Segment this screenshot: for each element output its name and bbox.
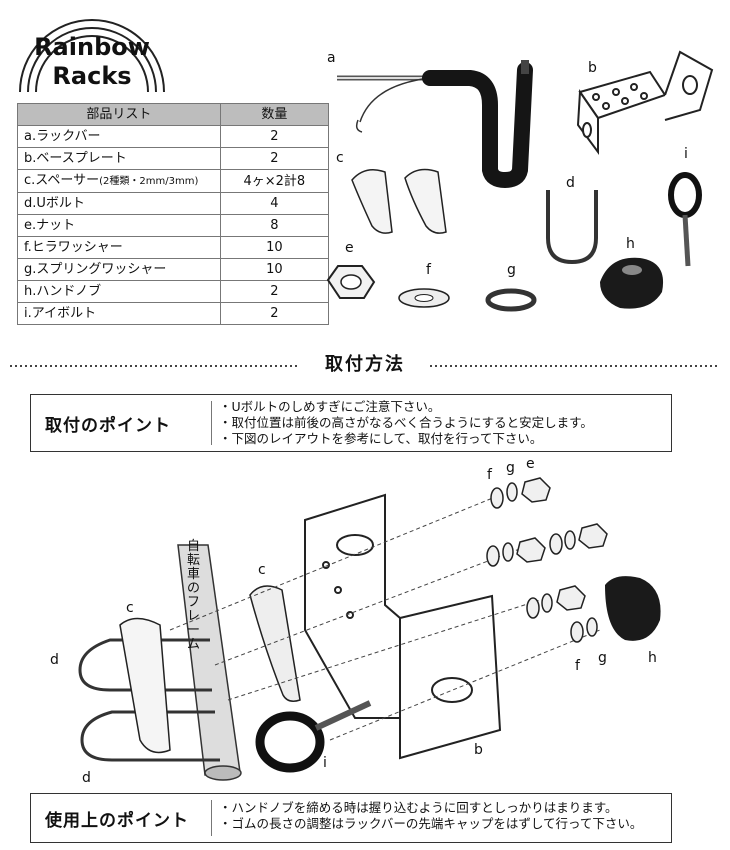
install-point-line: ・下図のレイアウトを参考にして、取付を行って下さい。 [219, 431, 543, 446]
assembly-label-f: f [487, 467, 492, 483]
label-d: d [566, 175, 575, 191]
assembly-label-c: c [258, 562, 266, 578]
part-qty: 2 [219, 302, 330, 325]
frame-label: 自転車のフレーム [187, 539, 201, 652]
part-name: c.スペーサー(2種類・2mm/3mm) [17, 169, 221, 193]
assembly-u-bolts [78, 617, 220, 762]
usage-point-line: ・ゴムの長さの調整はラックバーの先端キャップをはずして行って下さい。 [219, 816, 643, 831]
assembly-label-h: h [648, 650, 657, 666]
u-bolt-illustration [546, 190, 598, 265]
usage-points-lines: ・ハンドノブを締める時は握り込むように回すとしっかりはまります。 ・ゴムの長さの… [219, 800, 642, 832]
label-a: a [327, 50, 336, 66]
bicycle-frame-illustration [177, 544, 242, 781]
hand-knob-illustration [600, 257, 664, 309]
install-point-line: ・Uボルトのしめすぎにご注意下さい。 [219, 399, 441, 414]
label-h: h [626, 236, 635, 252]
assembly-label-i: i [323, 755, 327, 771]
install-points-title: 取付のポイント [45, 416, 171, 436]
eye-bolt-illustration [668, 172, 702, 267]
install-points-separator [211, 401, 212, 445]
usage-points-title: 使用上のポイント [45, 811, 189, 831]
part-note: (2種類・2mm/3mm) [99, 176, 199, 187]
assembly-label-g: g [506, 460, 515, 476]
label-b: b [588, 60, 597, 76]
usage-points-separator [211, 800, 212, 836]
usage-point-line: ・ハンドノブを締める時は握り込むように回すとしっかりはまります。 [219, 800, 618, 815]
assembly-label-d2: d [82, 770, 91, 786]
part-name: a.ラックバー [17, 125, 221, 148]
part-name: i.アイボルト [17, 302, 221, 325]
label-i: i [684, 146, 688, 162]
logo-line2: Racks [52, 62, 131, 90]
install-points-box: 取付のポイント ・Uボルトのしめすぎにご注意下さい。 ・取付位置は前後の高さがな… [30, 394, 672, 452]
section-title: 取付方法 [325, 354, 405, 375]
rainbow-racks-logo: Rainbow Racks [19, 19, 165, 93]
assembly-eye-bolt [255, 700, 372, 773]
alignment-lines [169, 494, 601, 741]
spring-washer-illustration [485, 288, 537, 312]
assembly-label-f2: f [575, 658, 580, 674]
part-name-text: c.スペーサー [24, 173, 100, 188]
assembly-label-b: b [474, 742, 483, 758]
logo-line1: Rainbow [34, 33, 150, 61]
parts-table-header: 部品リスト 数量 [17, 103, 330, 126]
label-g: g [507, 262, 516, 278]
rack-bar-illustration [337, 60, 533, 189]
install-points-lines: ・Uボルトのしめすぎにご注意下さい。 ・取付位置は前後の高さがなるべく合うように… [219, 399, 593, 447]
install-point-line: ・取付位置は前後の高さがなるべく合うようにすると安定します。 [219, 415, 593, 430]
assembly-hardware [486, 477, 608, 643]
assembly-label-g2: g [598, 650, 607, 666]
assembly-label-d: d [50, 652, 59, 668]
header-qty: 数量 [219, 103, 330, 126]
base-plate-illustration [576, 50, 714, 156]
assembly-label-e: e [526, 456, 535, 472]
assembly-spacer [249, 585, 301, 702]
label-f: f [426, 262, 431, 278]
label-e: e [345, 240, 354, 256]
part-name: h.ハンドノブ [17, 280, 221, 303]
spacer-illustration [351, 168, 447, 234]
assembly-label-c2: c [126, 600, 134, 616]
usage-points-box: 使用上のポイント ・ハンドノブを締める時は握り込むように回すとしっかりはまります… [30, 793, 672, 843]
label-c: c [336, 150, 344, 166]
assembly-hand-knob [605, 576, 661, 641]
part-name: g.スプリングワッシャー [17, 258, 221, 281]
assembly-base-plate [304, 493, 502, 760]
